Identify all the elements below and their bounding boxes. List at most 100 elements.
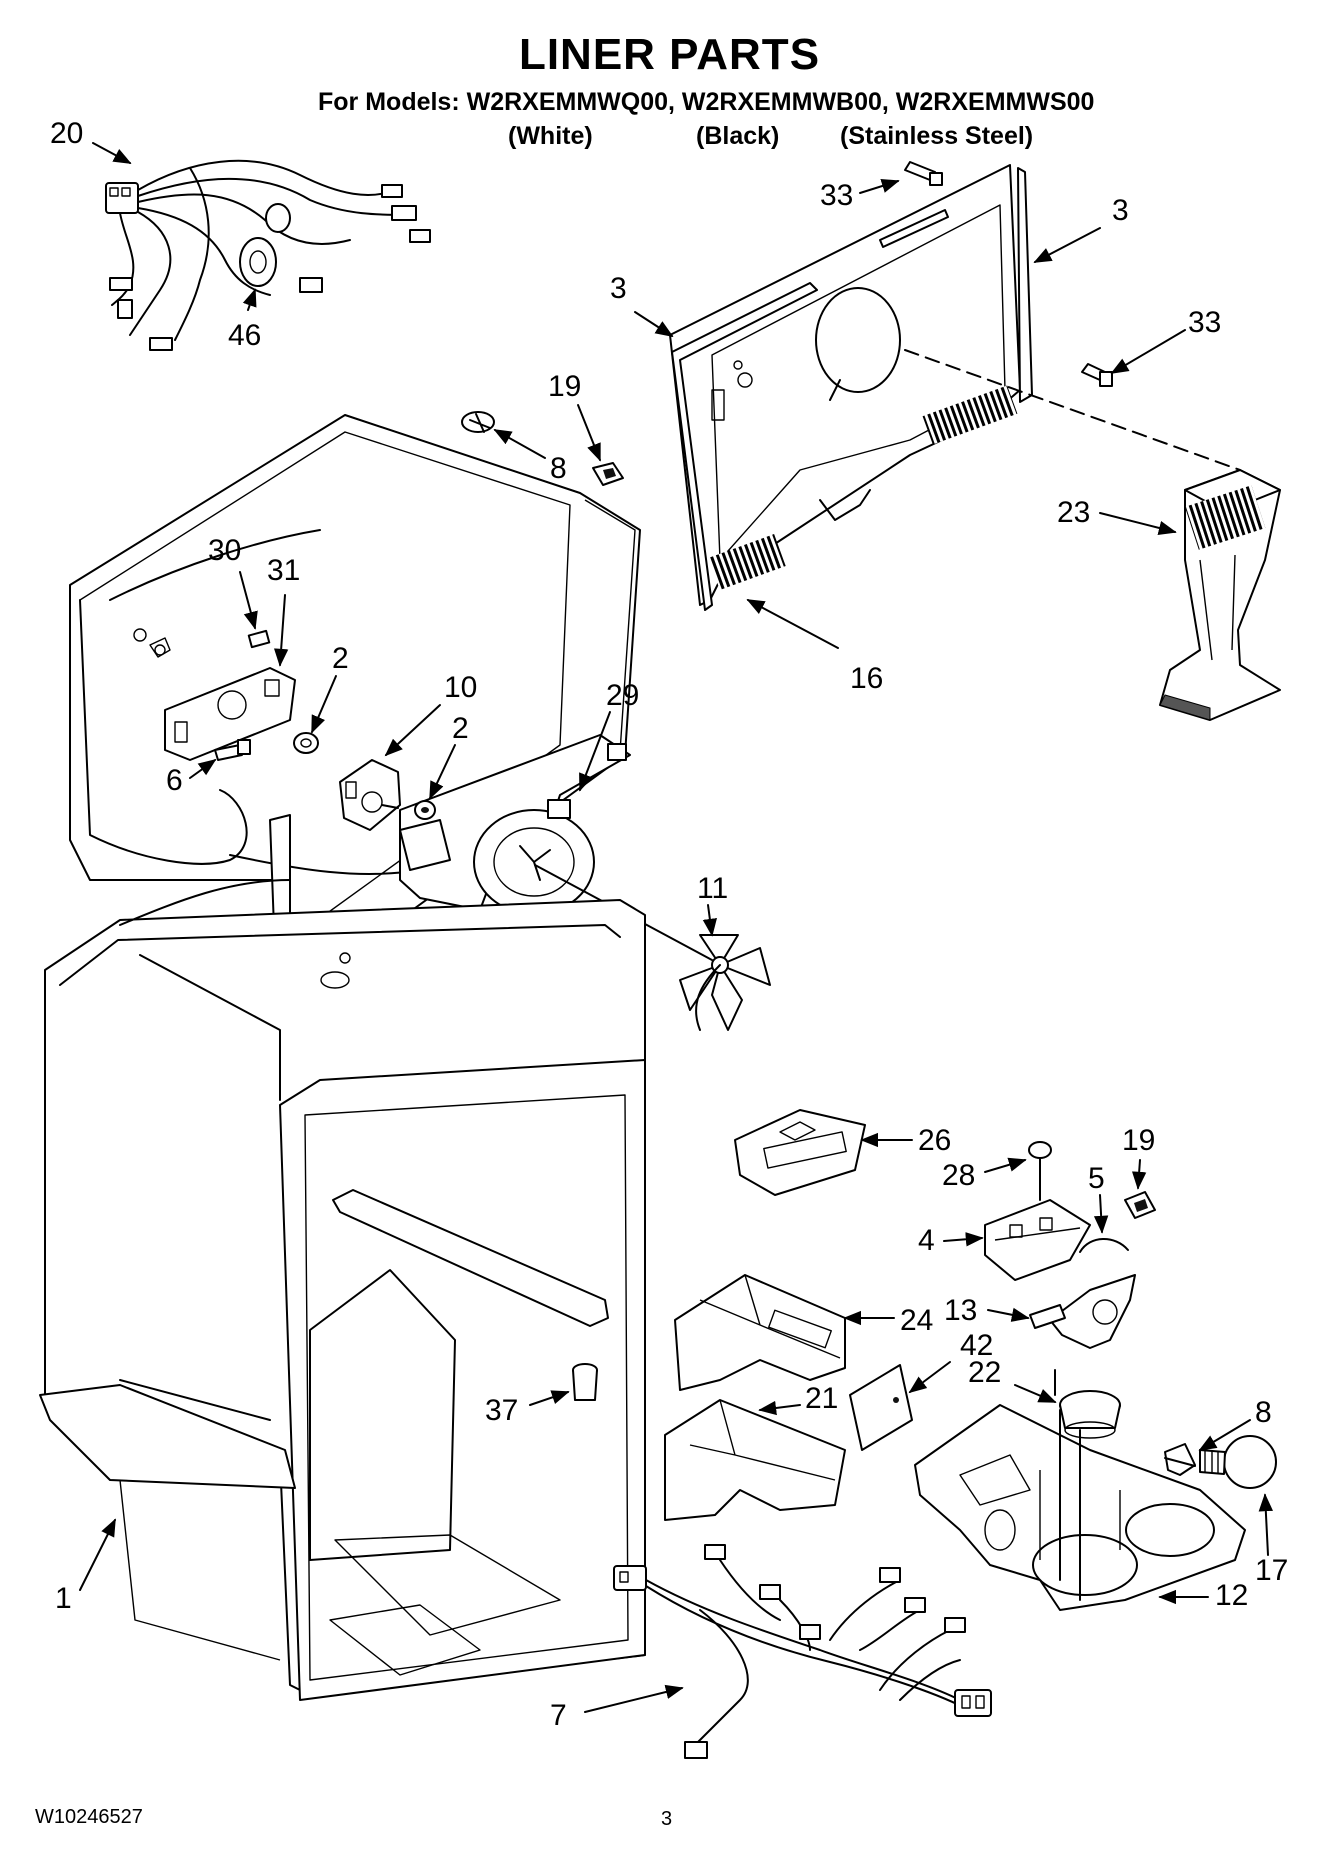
part-2-knob-a xyxy=(293,732,319,754)
callout-33-top: 33 xyxy=(820,179,853,212)
callout-19-upper-leader xyxy=(577,404,601,462)
part-23-air-duct xyxy=(1159,469,1281,721)
callout-2-a-leader xyxy=(311,675,337,734)
part-20-wire-harness xyxy=(105,159,431,351)
part-17-light-bulb xyxy=(1199,1435,1277,1489)
callout-11-leader xyxy=(702,904,717,937)
part-33-screw-right xyxy=(1081,363,1113,387)
part-29-fan-housing xyxy=(399,734,631,915)
part-7-wire-harness-lower xyxy=(613,1544,992,1759)
models-line: For Models: W2RXEMMWQ00, W2RXEMMWB00, W2… xyxy=(318,88,1095,116)
callout-10-leader xyxy=(384,704,441,757)
callout-46: 46 xyxy=(228,319,261,352)
callout-13-leader xyxy=(987,1307,1030,1322)
assembly-line-33 xyxy=(904,349,1241,471)
callout-3-right: 3 xyxy=(1112,194,1129,227)
callout-20-leader xyxy=(92,142,132,164)
part-26-light-shield xyxy=(734,1109,866,1196)
callout-6: 6 xyxy=(166,764,183,797)
callout-8-lower: 8 xyxy=(1255,1396,1272,1429)
callout-16: 16 xyxy=(850,662,883,695)
callout-1: 1 xyxy=(55,1582,72,1615)
callout-19-upper: 19 xyxy=(548,370,581,403)
callout-19-lower: 19 xyxy=(1122,1124,1155,1157)
callout-23: 23 xyxy=(1057,496,1090,529)
callout-8-upper: 8 xyxy=(550,452,567,485)
part-11-fan-blade xyxy=(534,864,771,1031)
callout-2-b: 2 xyxy=(452,712,469,745)
callout-42-leader xyxy=(908,1361,951,1394)
callout-3-left: 3 xyxy=(610,272,627,305)
callout-20: 20 xyxy=(50,117,83,150)
callout-21-leader xyxy=(758,1400,801,1416)
callout-28: 28 xyxy=(942,1159,975,1192)
part-16-evaporator-cover xyxy=(669,164,1021,606)
callout-29-leader xyxy=(579,711,611,792)
part-10-thermostat xyxy=(339,759,401,831)
part-31-bracket xyxy=(164,667,296,761)
callout-8-lower-leader xyxy=(1198,1419,1251,1451)
part-6-screw xyxy=(214,739,251,761)
part-22-light-cover-cup xyxy=(1054,1369,1121,1439)
callout-33-top-leader xyxy=(859,179,900,194)
callout-46-leader xyxy=(242,288,257,311)
callout-12: 12 xyxy=(1215,1579,1248,1612)
callout-4-leader xyxy=(943,1232,984,1247)
callout-17: 17 xyxy=(1255,1554,1288,1587)
part-28-screw xyxy=(1028,1141,1052,1201)
part-13-light-switch-bracket xyxy=(1029,1274,1136,1349)
part-42-foam-insulation xyxy=(849,1364,913,1451)
callout-33-right: 33 xyxy=(1188,306,1221,339)
part-2-knob-b xyxy=(414,800,436,820)
page-number: 3 xyxy=(661,1808,673,1830)
callout-37: 37 xyxy=(485,1394,518,1427)
callout-26: 26 xyxy=(918,1124,951,1157)
callout-28-leader xyxy=(984,1157,1027,1173)
part-37-plug xyxy=(572,1363,598,1401)
callout-2-b-leader xyxy=(429,744,456,800)
callout-11: 11 xyxy=(697,872,728,905)
callout-31-leader xyxy=(273,594,289,667)
part-21-lower-duct xyxy=(664,1399,846,1521)
callout-7: 7 xyxy=(550,1699,567,1732)
part-8-bulb-socket-lower xyxy=(1164,1443,1196,1476)
part-3-gasket-left xyxy=(671,282,818,611)
callout-30: 30 xyxy=(208,534,241,567)
callout-17-leader xyxy=(1258,1493,1274,1556)
callout-21: 21 xyxy=(805,1382,838,1415)
part-24-upper-duct xyxy=(674,1274,846,1391)
callout-4: 4 xyxy=(918,1224,935,1257)
callout-19-lower-leader xyxy=(1131,1159,1147,1190)
part-30-clip xyxy=(247,629,271,649)
callout-6-leader xyxy=(189,758,217,779)
callout-33-right-leader xyxy=(1110,329,1186,374)
document-number: W10246527 xyxy=(35,1806,143,1828)
variant-black: (Black) xyxy=(696,122,780,150)
callout-10: 10 xyxy=(444,671,477,704)
callout-22: 22 xyxy=(968,1356,1001,1389)
part-8-bulb-socket-upper xyxy=(461,411,495,433)
callout-16-leader xyxy=(746,599,839,649)
callout-3-right-leader xyxy=(1033,227,1101,263)
variant-white: (White) xyxy=(508,122,593,150)
page-title: LINER PARTS xyxy=(518,30,821,79)
part-19-switch-upper xyxy=(592,462,624,486)
callout-5-leader xyxy=(1093,1194,1109,1234)
part-12-control-housing xyxy=(914,1404,1246,1611)
part-19-switch-lower xyxy=(1124,1191,1156,1219)
variant-stainless: (Stainless Steel) xyxy=(840,122,1034,150)
callout-37-leader xyxy=(529,1390,570,1406)
callout-30-leader xyxy=(239,571,258,630)
callout-42: 42 xyxy=(960,1329,993,1362)
callout-2-a: 2 xyxy=(332,642,349,675)
callout-29: 29 xyxy=(606,679,639,712)
part-4-control-mount xyxy=(984,1199,1091,1281)
part-33-screw-top xyxy=(904,161,943,186)
callout-5: 5 xyxy=(1088,1162,1105,1195)
callout-24: 24 xyxy=(900,1304,933,1337)
callout-23-leader xyxy=(1099,512,1177,536)
part-1-fresh-food-liner xyxy=(39,879,646,1701)
callout-3-left-leader xyxy=(634,311,674,337)
callout-1-leader xyxy=(79,1518,116,1591)
